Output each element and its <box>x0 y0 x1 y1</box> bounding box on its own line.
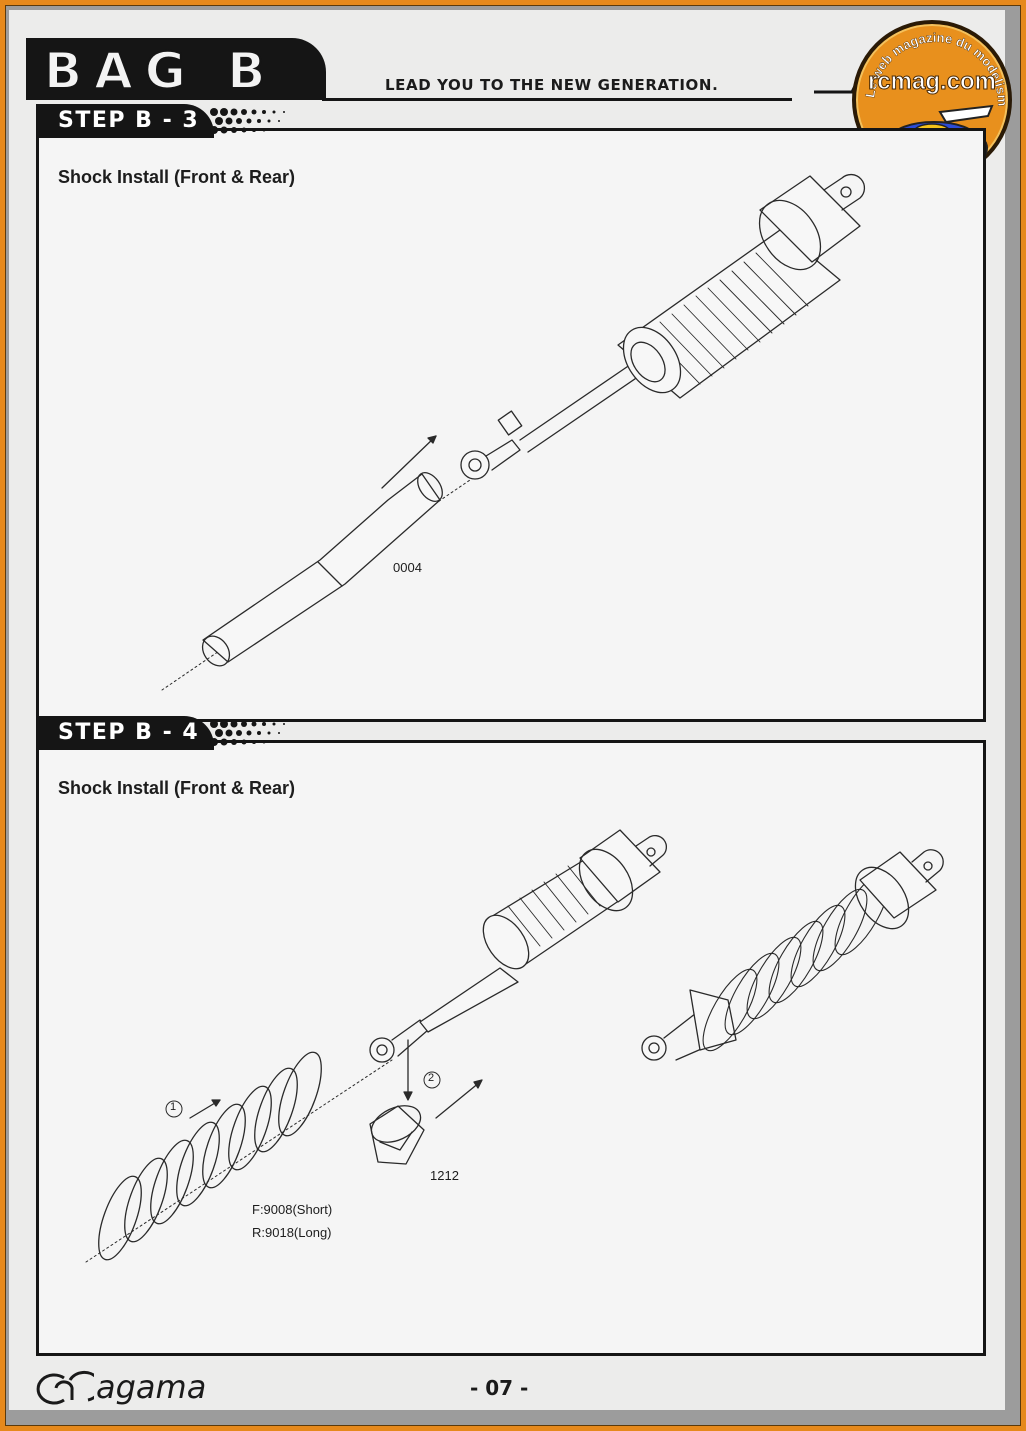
step-b4-panel <box>36 740 986 1356</box>
step-b4-tab: STEP B - 4 <box>36 716 214 750</box>
header-rule <box>322 98 792 101</box>
hex-pattern <box>210 720 285 746</box>
step-marker-2-label: 2 <box>428 1072 435 1084</box>
spring-front-label: F:9008(Short) <box>252 1202 333 1217</box>
step-b3-title: Shock Install (Front & Rear) <box>58 167 296 187</box>
footer-brand: agama <box>96 1368 207 1406</box>
step-b4-title: Shock Install (Front & Rear) <box>58 778 296 798</box>
bag-badge <box>26 38 326 100</box>
rcmag-site-name: rcmag.com <box>867 68 997 96</box>
page-number: - 07 - <box>470 1376 529 1400</box>
part-number-1212: 1212 <box>430 1168 459 1183</box>
part-number-0004: 0004 <box>393 560 422 575</box>
step-b3-panel <box>36 128 986 722</box>
step-b3-tab: STEP B - 3 <box>36 104 214 138</box>
step-b4-label: STEP B - 4 <box>58 720 200 745</box>
rcmag-arc-text: Le web magazine du modelisme <box>856 24 1010 107</box>
step-b3-label: STEP B - 3 <box>58 108 200 133</box>
bag-title: BAG B <box>43 41 278 101</box>
hex-pattern <box>210 108 285 134</box>
tagline: LEAD YOU TO THE NEW GENERATION. <box>385 76 719 94</box>
agama-logo-icon <box>36 1370 94 1405</box>
step-marker-1-label: 1 <box>170 1101 177 1113</box>
spring-rear-label: R:9018(Long) <box>252 1225 332 1240</box>
